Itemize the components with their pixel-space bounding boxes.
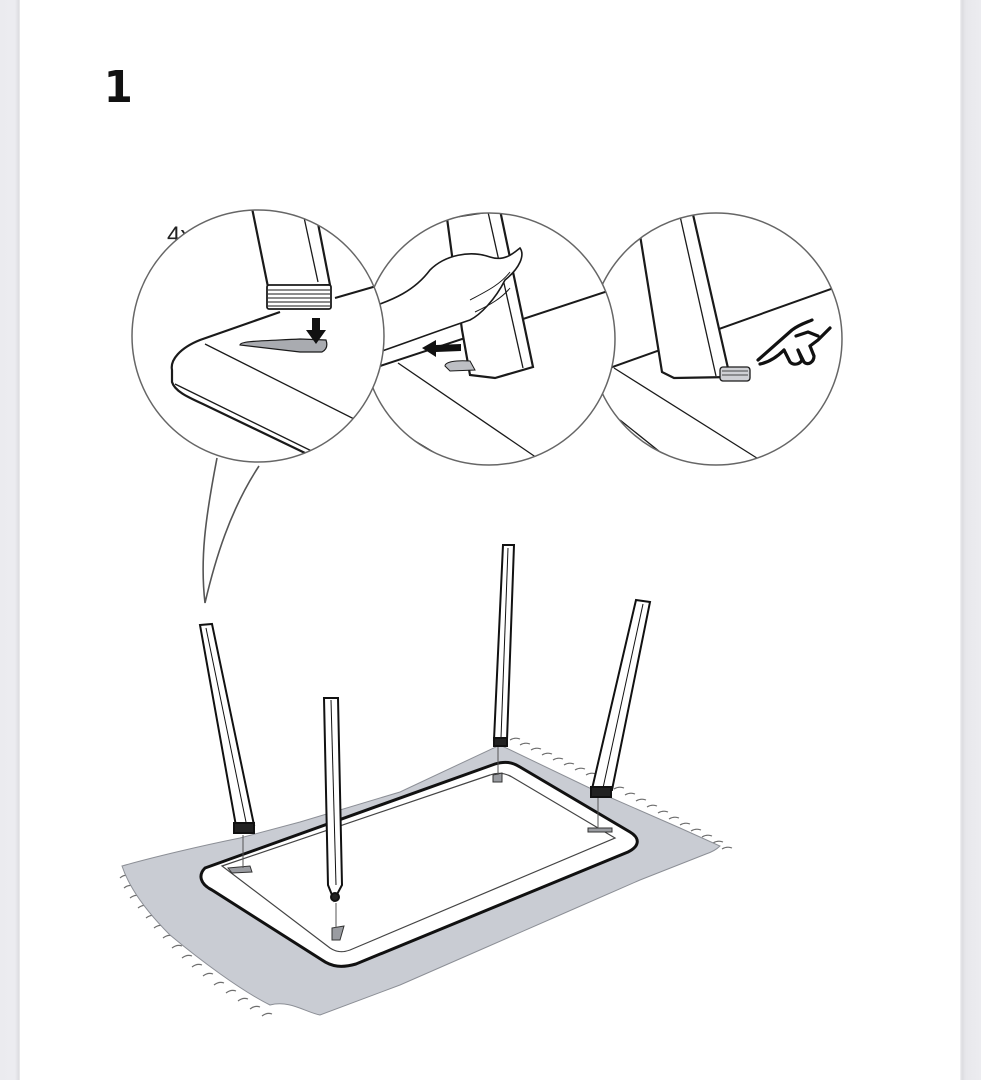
table-top	[199, 760, 639, 968]
detail-circle-2	[362, 212, 616, 466]
table-legs	[198, 544, 652, 903]
leg-feet	[227, 772, 613, 941]
left-arrow-icon	[422, 340, 461, 357]
detail-circle-1	[131, 209, 385, 463]
leg-back-right	[590, 598, 652, 798]
callout-pointer	[202, 457, 260, 604]
step-number: 1	[103, 62, 133, 113]
down-arrow-icon	[306, 318, 326, 344]
pointing-hand-icon	[756, 318, 832, 366]
leg-front-left	[198, 622, 256, 834]
left-margin	[0, 0, 20, 1080]
right-margin	[960, 0, 981, 1080]
leg-back-center	[492, 544, 516, 747]
detail-circle-3	[589, 212, 843, 466]
leg-front-center	[322, 697, 344, 903]
leg-guide-lines	[242, 745, 599, 928]
